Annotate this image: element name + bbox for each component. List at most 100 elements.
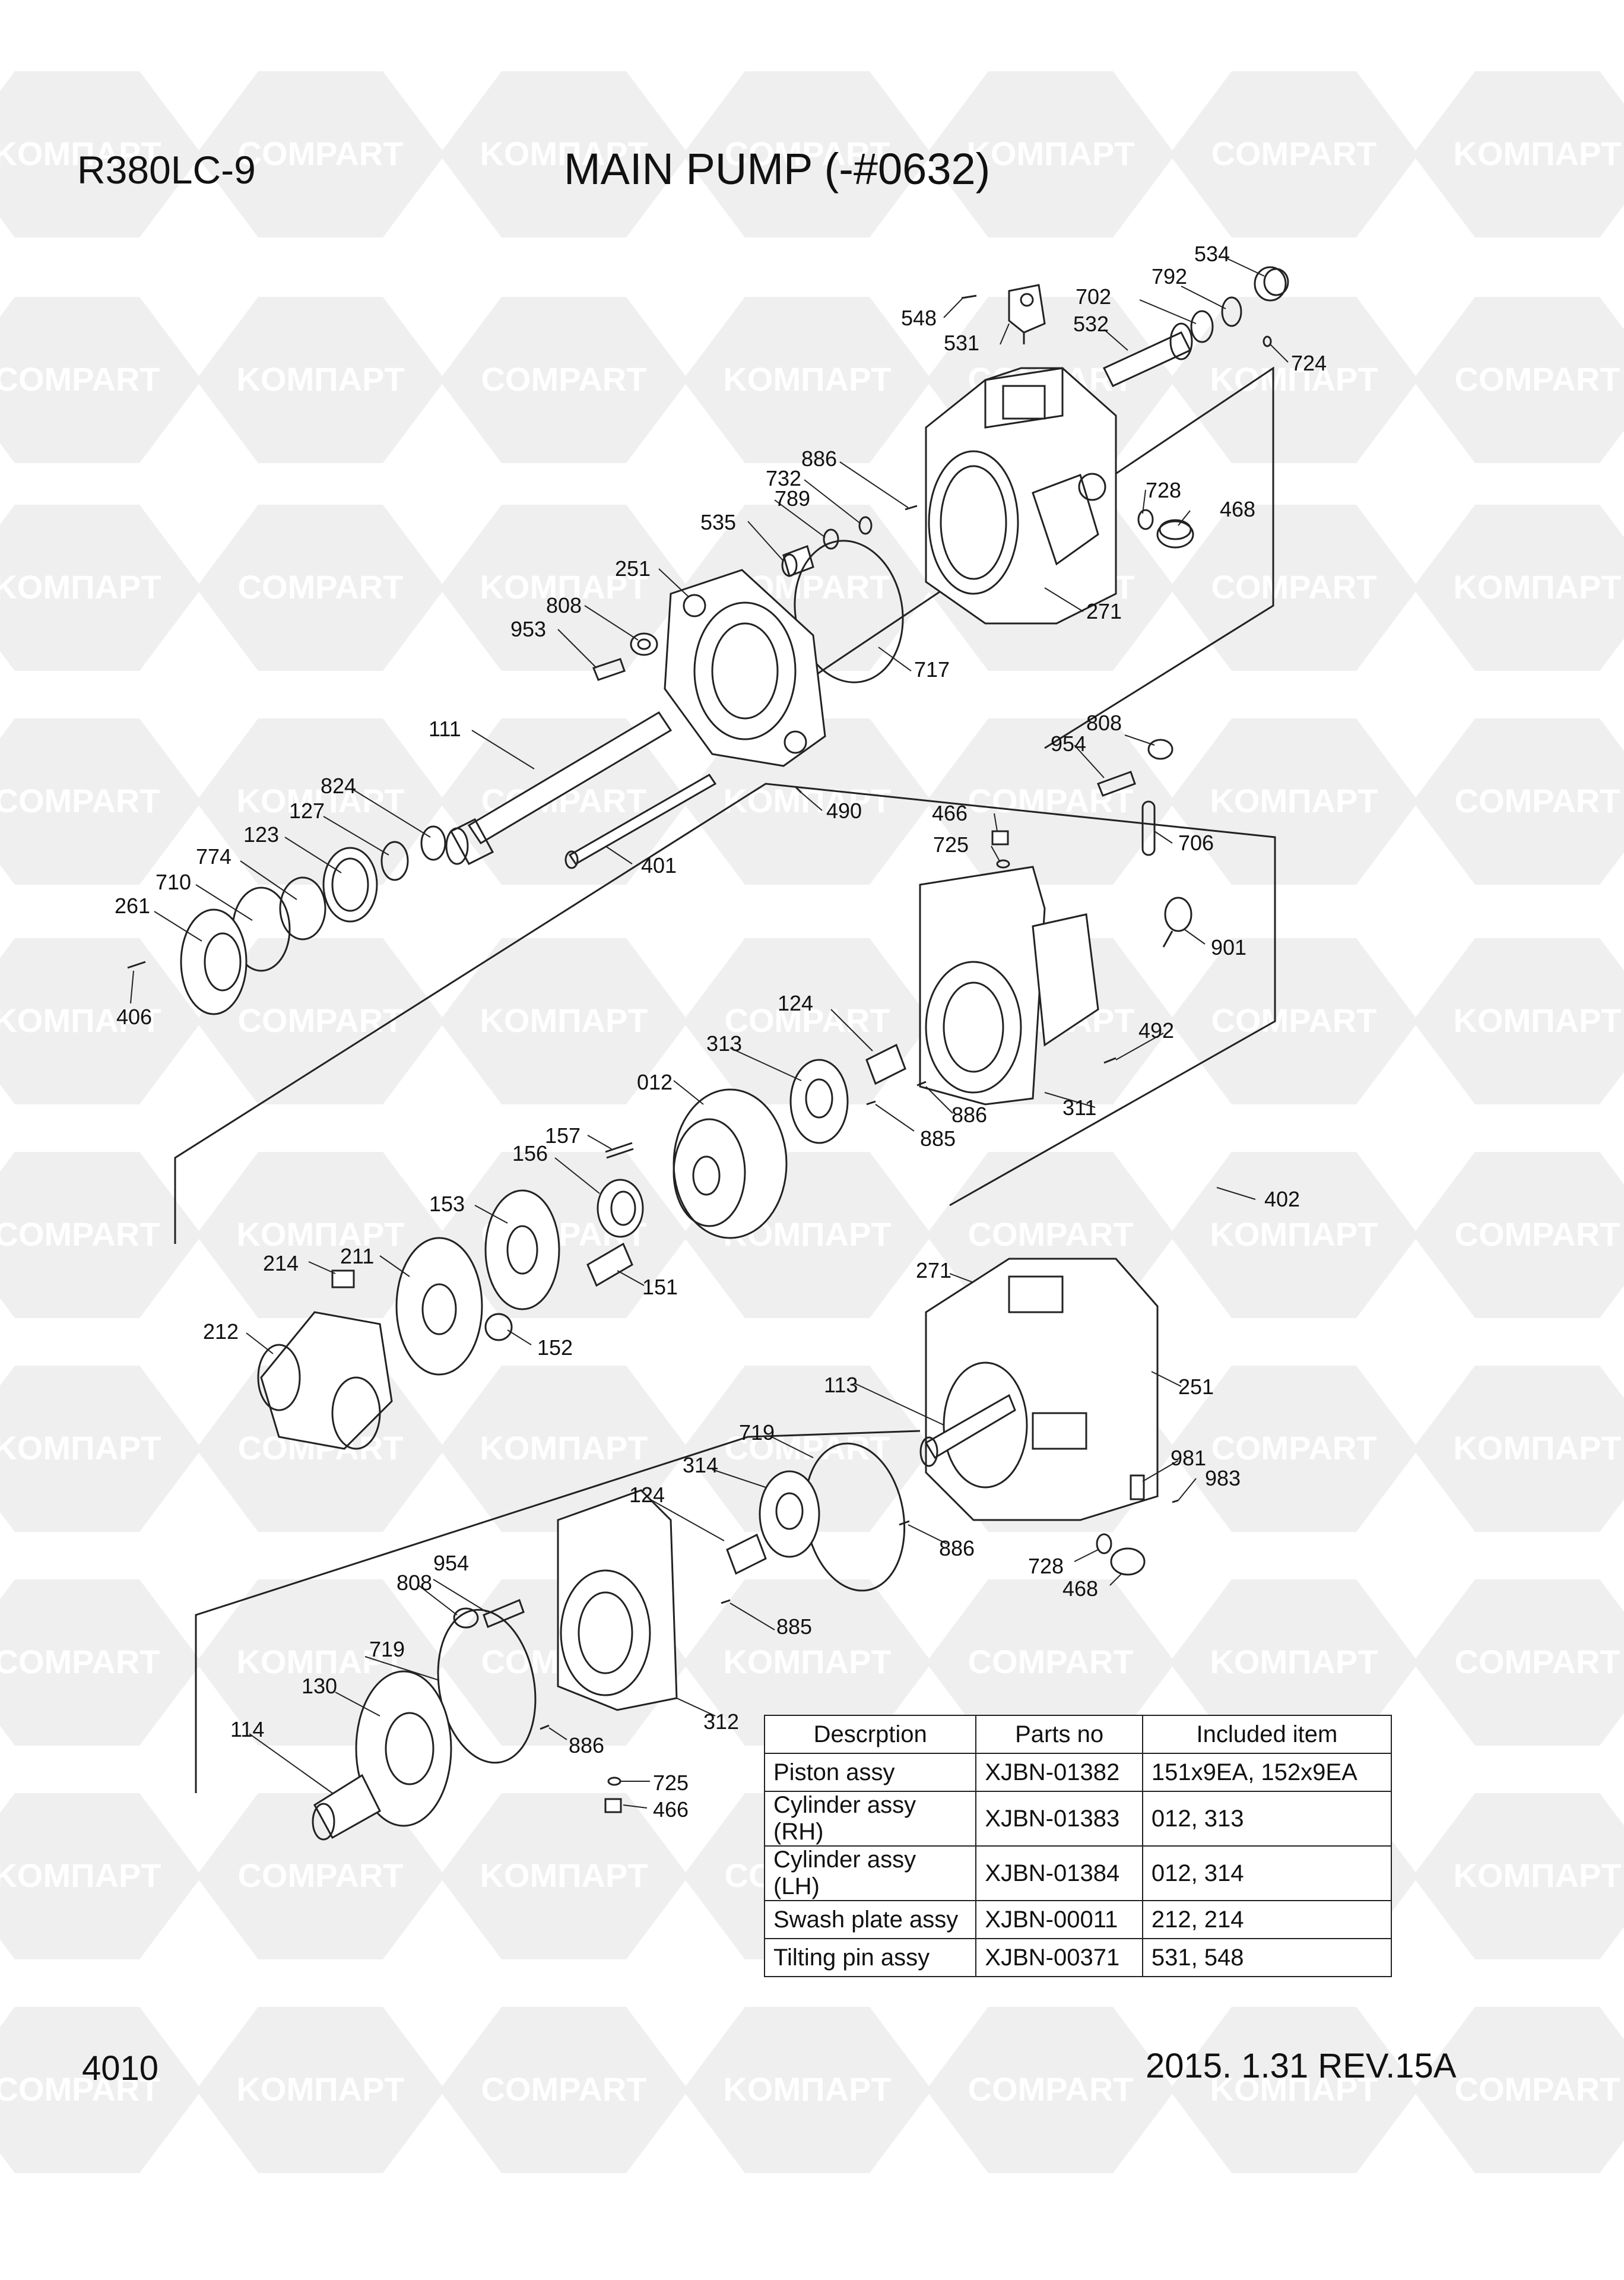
watermark-text: KOMΠAPT xyxy=(236,1643,404,1680)
o-ring-725-mid xyxy=(996,859,1010,869)
o-ring-719-lower xyxy=(437,1608,537,1764)
part-label-710: 710 xyxy=(156,870,191,894)
outline-middle-group xyxy=(174,783,1276,1244)
part-label-724: 724 xyxy=(1291,351,1327,375)
watermark-text: KOMΠAPT xyxy=(480,135,648,172)
watermark-text: COMPART xyxy=(968,2070,1134,2108)
watermark-text: KOMΠAPT xyxy=(0,1002,161,1039)
watermark-tile: KOMΠAPT xyxy=(1169,2007,1419,2173)
part-label-534: 534 xyxy=(1194,242,1230,266)
watermark-text: KOMΠAPT xyxy=(723,2070,891,2108)
pin-548 xyxy=(961,294,977,299)
valve-block-311 xyxy=(919,866,1099,1106)
watermark-text: COMPART xyxy=(481,360,647,398)
watermark-text: COMPART xyxy=(1455,1643,1620,1680)
watermark-tile: COMPART xyxy=(439,297,689,463)
part-label-886-mid: 886 xyxy=(951,1103,987,1127)
parts-no-cell: XJBN-01384 xyxy=(975,1845,1143,1901)
watermark-tile: KOMΠAPT xyxy=(1413,938,1624,1104)
watermark-tile: COMPART xyxy=(1413,297,1624,463)
part-label-728-lower: 728 xyxy=(1028,1554,1064,1578)
watermark-tile: COMPART xyxy=(1169,71,1419,238)
snap-ring-824 xyxy=(420,825,446,861)
plug-492 xyxy=(1103,1057,1116,1064)
watermark-tile: COMPART xyxy=(196,505,445,671)
watermark-text: KOMΠAPT xyxy=(1210,2070,1378,2108)
bolt-406 xyxy=(127,961,146,969)
part-label-725-lower: 725 xyxy=(653,1771,689,1795)
part-label-981: 981 xyxy=(1171,1446,1206,1470)
watermark-tile: COMPART xyxy=(439,2007,689,2173)
watermark-text: COMPART xyxy=(1455,782,1620,819)
part-label-114: 114 xyxy=(230,1717,264,1741)
column-header-parts-no: Parts no xyxy=(975,1715,1143,1754)
watermark-tile: COMPART xyxy=(926,1579,1175,1746)
plug-468-lower xyxy=(1110,1547,1146,1576)
watermark-tile: COMPART xyxy=(1413,718,1624,885)
watermark-tile: KOMΠAPT xyxy=(439,71,689,238)
watermark-text: COMPART xyxy=(238,135,404,172)
spring-157 xyxy=(605,1142,634,1159)
leader-lines xyxy=(130,256,1289,1809)
nut-808-lower xyxy=(453,1607,479,1629)
part-label-211: 211 xyxy=(340,1244,374,1268)
part-label-885-mid: 885 xyxy=(920,1126,956,1151)
watermark-tile: COMPART xyxy=(1169,1366,1419,1532)
part-label-123: 123 xyxy=(243,822,279,847)
watermark-text: COMPART xyxy=(1455,360,1620,398)
watermark-tile: KOMΠAPT xyxy=(0,71,202,238)
watermark-tile: COMPART xyxy=(926,2007,1175,2173)
watermark-text: KOMΠAPT xyxy=(1210,1215,1378,1253)
part-label-314: 314 xyxy=(683,1453,718,1477)
part-label-271-top: 271 xyxy=(1086,599,1122,623)
part-label-130: 130 xyxy=(302,1674,337,1698)
part-label-808-lower: 808 xyxy=(397,1570,432,1595)
o-ring-702 xyxy=(1190,310,1214,343)
pin-886-mid xyxy=(916,1081,927,1087)
watermark-text: KOMΠAPT xyxy=(236,360,404,398)
part-label-824: 824 xyxy=(321,774,356,798)
watermark-tile: KOMΠAPT xyxy=(439,938,689,1104)
part-label-152: 152 xyxy=(537,1335,573,1360)
cylinder-block-012 xyxy=(673,1088,788,1239)
model-number: R380LC-9 xyxy=(77,148,256,192)
column-header-description: Descrption xyxy=(763,1715,977,1754)
watermark-text: KOMΠAPT xyxy=(236,1215,404,1253)
o-ring-724 xyxy=(1263,335,1272,347)
watermark-text: COMPART xyxy=(238,1857,404,1894)
pump-housing-271 xyxy=(925,367,1117,625)
part-label-732: 732 xyxy=(766,466,801,490)
watermark-text: KOMΠAPT xyxy=(0,135,161,172)
watermark-tile: KOMΠAPT xyxy=(683,2007,932,2173)
part-label-954-lower: 954 xyxy=(433,1551,469,1575)
pin-214 xyxy=(331,1269,355,1288)
included-item-cell: 012, 314 xyxy=(1141,1845,1393,1901)
part-label-774: 774 xyxy=(196,844,231,869)
plug-468-top xyxy=(1156,519,1194,549)
part-label-719-lower: 719 xyxy=(369,1637,405,1661)
watermark-text: COMPART xyxy=(1455,1215,1620,1253)
description-cell: Cylinder assy (RH) xyxy=(763,1791,977,1847)
watermark-text: COMPART xyxy=(238,1002,404,1039)
watermark-tile: KOMΠAPT xyxy=(0,938,202,1104)
watermark-text: KOMΠAPT xyxy=(966,135,1134,172)
part-label-886-top: 886 xyxy=(801,446,837,471)
o-ring-725-lower xyxy=(607,1776,621,1786)
o-ring-728-lower xyxy=(1096,1533,1112,1554)
drive-shaft-113 xyxy=(919,1394,1016,1467)
part-label-953: 953 xyxy=(510,617,546,641)
watermark-tile: KOMΠAPT xyxy=(196,1152,445,1318)
part-label-954-mid: 954 xyxy=(1051,732,1086,756)
watermark-tile: COMPART xyxy=(926,718,1175,885)
watermark-tile: COMPART xyxy=(196,938,445,1104)
part-label-111: 111 xyxy=(429,717,461,741)
parts-no-cell: XJBN-01382 xyxy=(975,1753,1143,1792)
part-label-402: 402 xyxy=(1264,1187,1300,1211)
needle-bearing-124-mid xyxy=(865,1043,906,1085)
watermark-tile: COMPART xyxy=(196,71,445,238)
watermark-tile: KOMΠAPT xyxy=(1169,1579,1419,1746)
watermark-text: KOMΠAPT xyxy=(480,1002,648,1039)
watermark-text: KOMΠAPT xyxy=(0,1429,161,1467)
description-cell: Tilting pin assy xyxy=(763,1938,977,1977)
